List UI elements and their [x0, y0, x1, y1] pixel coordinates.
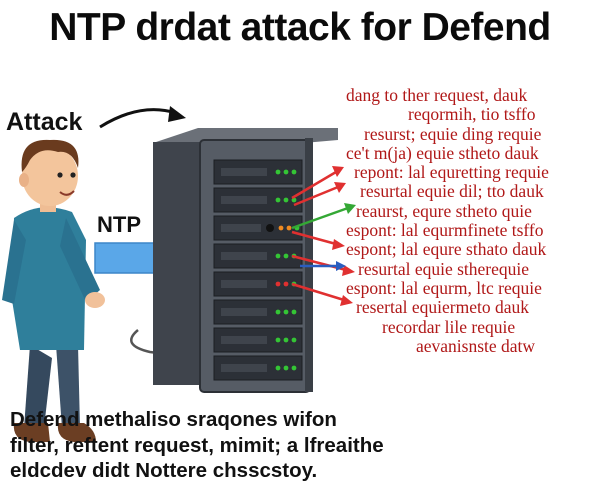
- request-line: espont: lal equrmfinete tsffo: [346, 220, 544, 241]
- curved-arrow-icon: [99, 106, 186, 129]
- request-line: resurtal equie stherequie: [358, 258, 530, 279]
- defend-description: Defend methaliso sraqones wifon filter, …: [10, 407, 595, 484]
- request-line: resertal equiermeto dauk: [356, 297, 529, 318]
- attack-label: Attack: [6, 108, 83, 136]
- request-line: recordar lile requie: [382, 316, 516, 337]
- request-line: repont: lal equretting requie: [354, 162, 549, 183]
- request-line: espont: lal equrm, ltc requie: [346, 277, 542, 298]
- request-line: aevanisnste datw: [416, 335, 536, 356]
- defend-line: Defend methaliso sraqones wifon: [10, 408, 337, 431]
- request-line: reqormih, tio tsffo: [408, 104, 536, 125]
- request-line: ce't m(ja) equie stheto dauk: [346, 142, 539, 163]
- request-line: dang to ther request, dauk: [346, 86, 528, 105]
- request-line: resurst; equie ding requie: [364, 123, 542, 144]
- request-lines: dang to ther request, dauk reqormih, tio…: [346, 86, 600, 386]
- defend-line: eldcdev didt Nottere chsscstoy.: [10, 459, 318, 482]
- traffic-arrows: [291, 166, 356, 306]
- request-line: reaurst, equre stheto quie: [356, 200, 532, 221]
- defend-line: filter, reftent request, mimit; a lfreai…: [10, 433, 384, 457]
- request-line: resurtal equie dil; tto dauk: [360, 181, 544, 202]
- request-line: espont; lal equre sthato dauk: [346, 239, 547, 260]
- ntp-label: NTP: [97, 212, 141, 237]
- page-title: NTP drdat attack for Defend: [49, 6, 551, 49]
- person-illustration: [2, 139, 105, 442]
